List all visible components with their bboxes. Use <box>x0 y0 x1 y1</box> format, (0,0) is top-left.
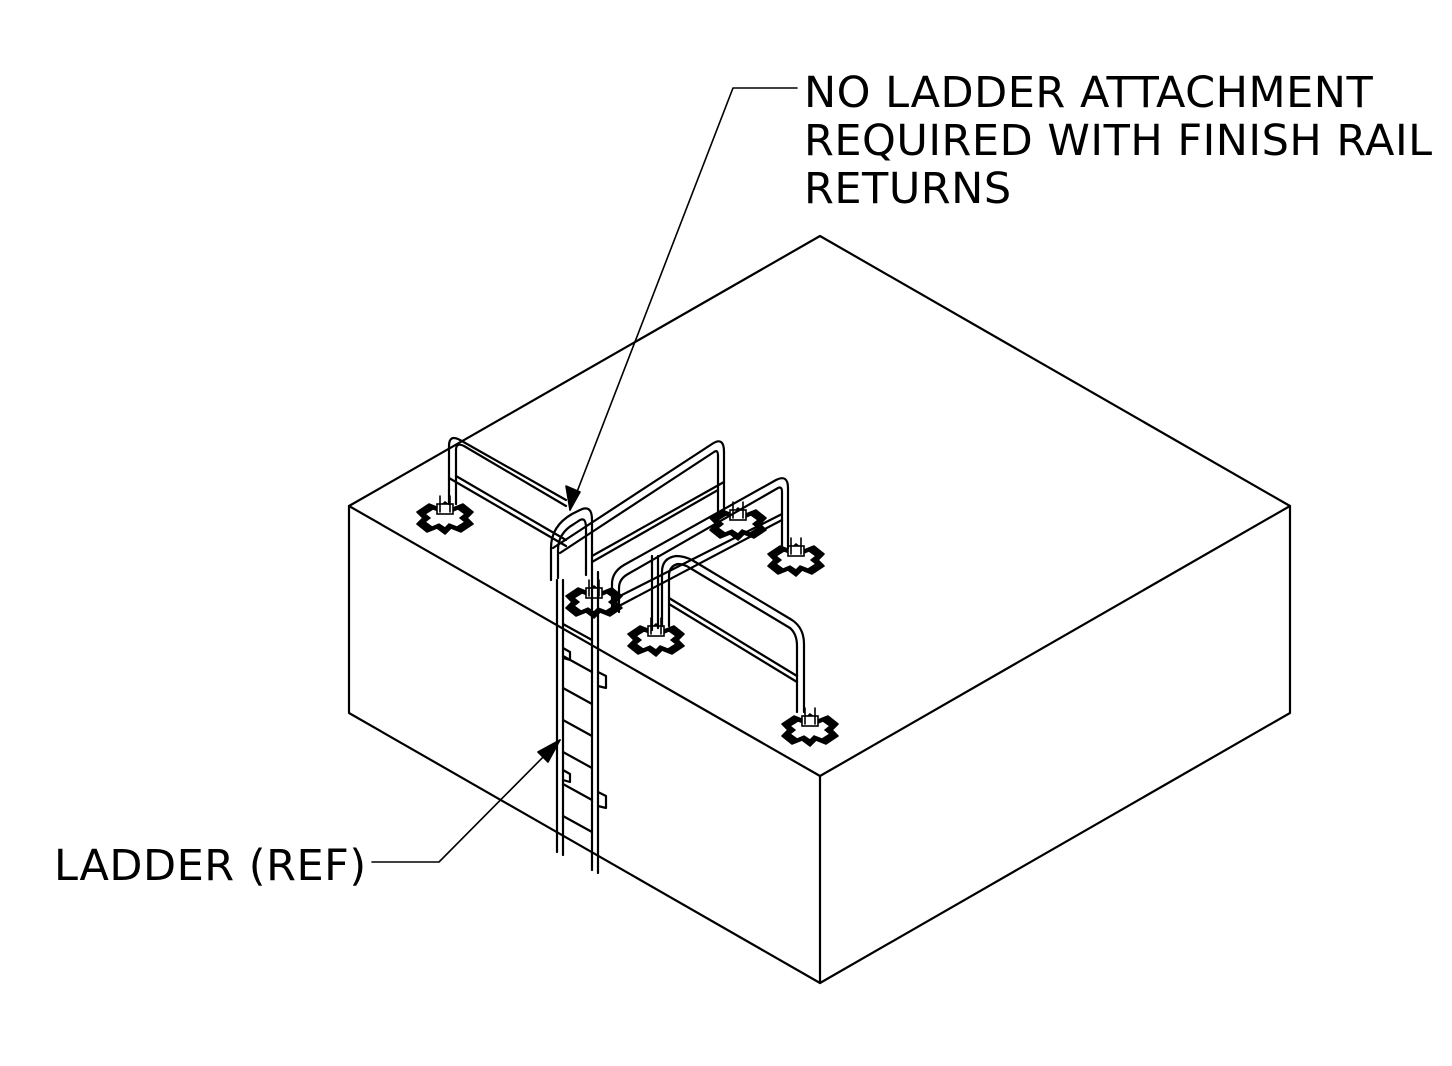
concrete-block <box>347 234 1292 985</box>
top-callout-line-2: REQUIRED WITH FINISH RAIL <box>804 116 1433 166</box>
left-guard-rail <box>447 436 568 548</box>
front-guard-rail <box>650 554 806 714</box>
ladder-rungs <box>561 622 594 834</box>
rail-base-foot <box>416 495 474 535</box>
rail-base-feet <box>416 495 839 747</box>
ladder-standoffs <box>561 646 608 810</box>
top-callout-line-1: NO LADDER ATTACHMENT <box>804 68 1373 118</box>
upper-guard-rail <box>551 440 726 564</box>
bottom-callout-label: LADDER (REF) <box>54 841 367 891</box>
rail-base-foot <box>767 537 825 577</box>
rail-base-foot <box>781 707 839 747</box>
top-callout-line-3: RETURNS <box>804 164 1012 214</box>
rail-base-foot <box>627 617 685 657</box>
bottom-leader <box>371 739 561 863</box>
middle-guard-rail <box>610 477 790 614</box>
top-leader <box>565 87 798 511</box>
ladder <box>555 570 608 875</box>
ladder-rail-return <box>549 507 594 582</box>
